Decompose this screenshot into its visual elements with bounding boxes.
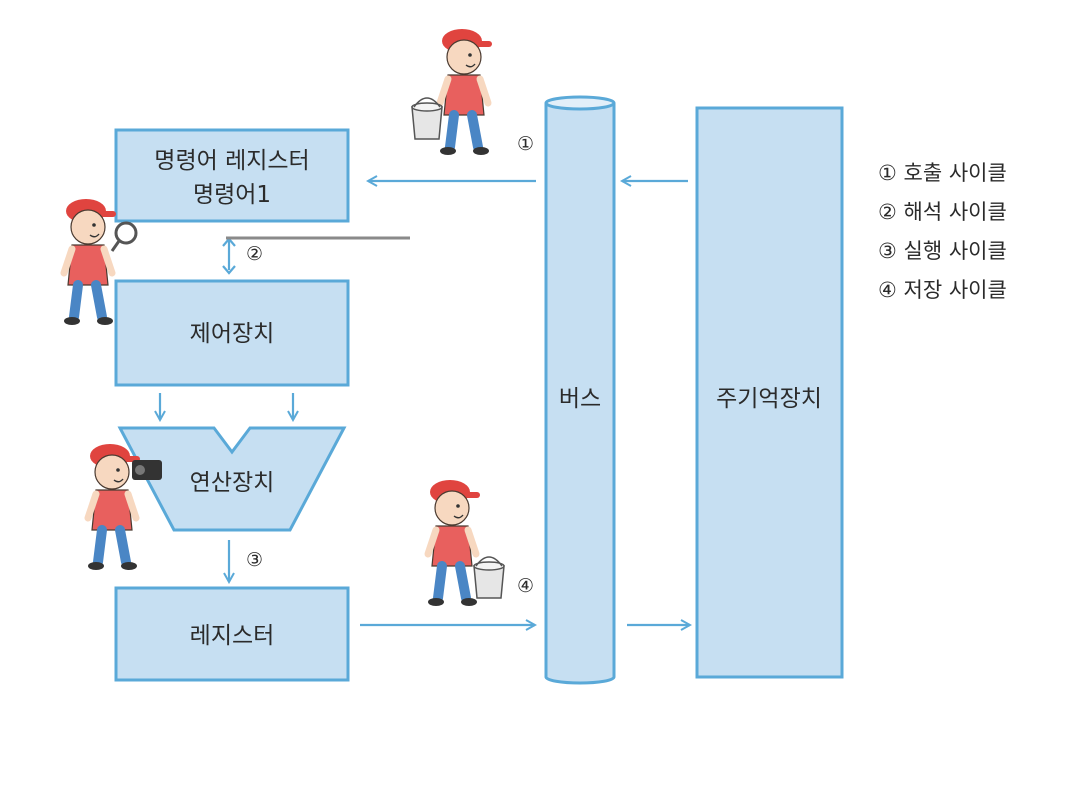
step-number-fetch: ①: [517, 133, 534, 155]
alu-shape: 연산장치: [117, 426, 347, 532]
main-memory-box: 주기억장치: [695, 106, 844, 679]
legend-item-execute: ③ 실행 사이클: [878, 239, 1007, 263]
legend-item-decode: ② 해석 사이클: [878, 200, 1007, 224]
step-number-execute: ③: [246, 549, 263, 571]
instruction-register-title: 명령어 레지스터: [154, 148, 309, 174]
instruction-register-box: 명령어 레지스터 명령어1: [114, 128, 350, 223]
legend: ① 호출 사이클 ② 해석 사이클 ③ 실행 사이클 ④ 저장 사이클: [878, 161, 1007, 302]
alu-label: 연산장치: [190, 470, 275, 496]
worker-with-camera-icon: [88, 444, 162, 570]
bus-label: 버스: [559, 386, 601, 412]
legend-item-fetch: ① 호출 사이클: [878, 161, 1007, 185]
bus-cylinder: 버스: [544, 95, 616, 685]
worker-carrying-bucket-icon: [428, 480, 505, 606]
ir-control-double-arrow: [222, 237, 236, 275]
control-unit-label: 제어장치: [190, 321, 275, 347]
worker-carrying-bucket-icon: [411, 29, 492, 155]
step-number-decode: ②: [246, 243, 263, 265]
register-label: 레지스터: [190, 623, 275, 649]
step-number-store: ④: [517, 575, 534, 597]
instruction-register-content: 명령어1: [193, 182, 271, 208]
register-box: 레지스터: [114, 586, 350, 682]
main-memory-label: 주기억장치: [716, 386, 822, 412]
legend-item-store: ④ 저장 사이클: [878, 278, 1007, 302]
worker-with-magnifier-icon: [64, 199, 138, 325]
control-unit-box: 제어장치: [114, 279, 350, 387]
